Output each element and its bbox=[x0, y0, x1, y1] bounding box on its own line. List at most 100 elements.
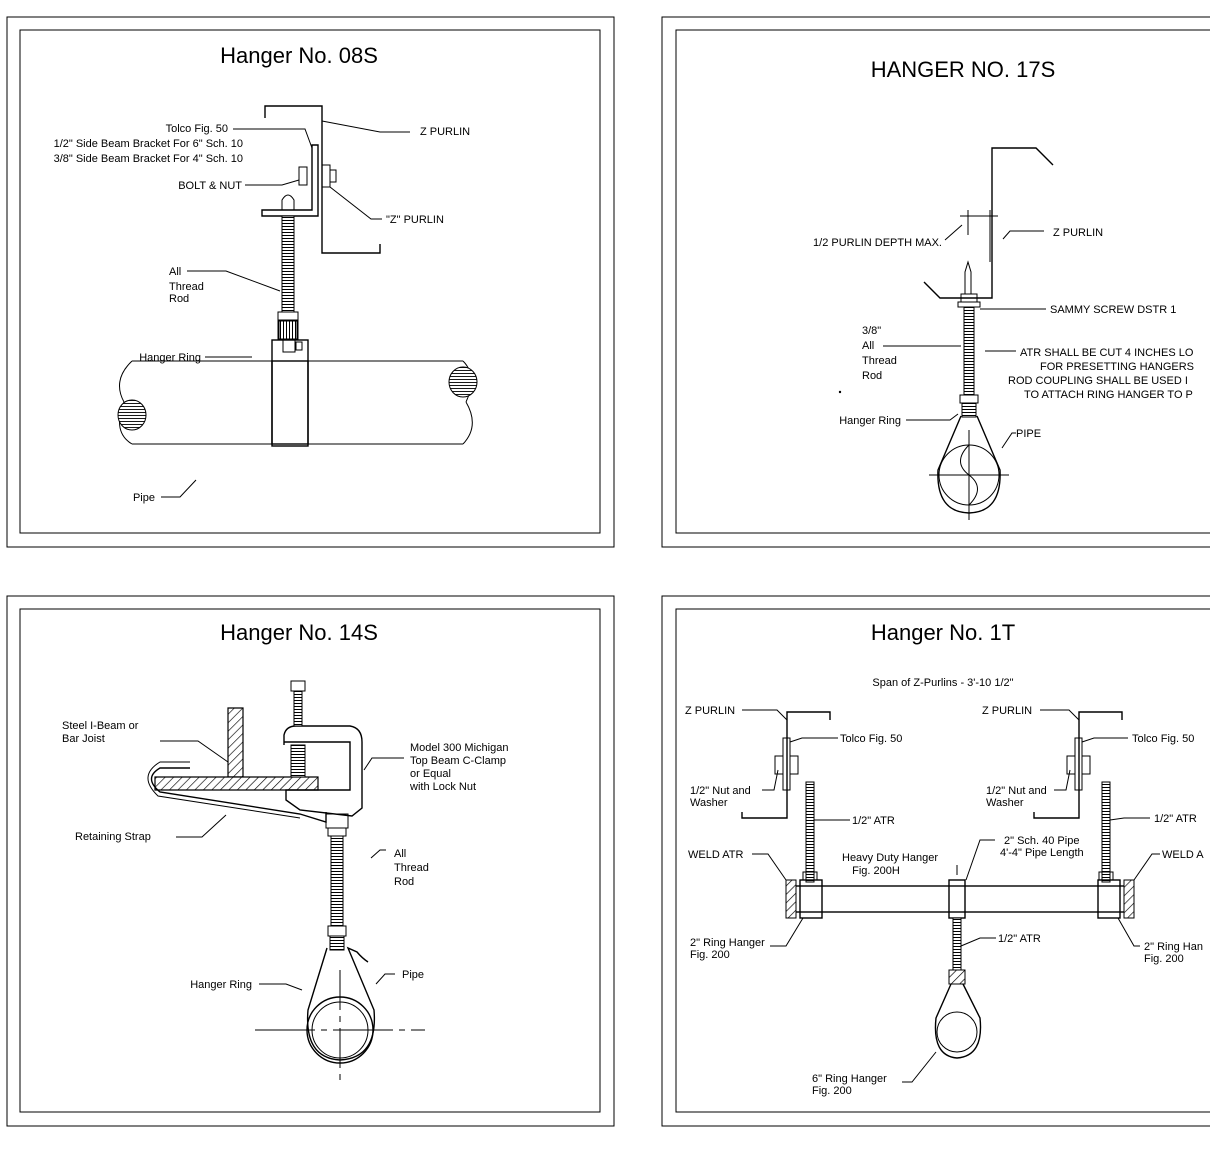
label-z-purlin-left: Z PURLIN bbox=[685, 705, 735, 717]
pipe-left-section bbox=[117, 399, 147, 431]
z-purlin-bottom-flange bbox=[923, 281, 978, 299]
label-retaining-strap: Retaining Strap bbox=[75, 831, 151, 843]
label-z-purlin-quoted: "Z" PURLIN bbox=[386, 214, 444, 226]
sammy-screw bbox=[964, 260, 972, 294]
panel-hanger-08s: Hanger No. 08S bbox=[6, 16, 615, 548]
left-bolt bbox=[774, 755, 784, 775]
panel-title: Hanger No. 14S bbox=[220, 620, 378, 645]
bolt-head bbox=[298, 166, 308, 186]
left-rod bbox=[805, 781, 815, 883]
right-z-purlin bbox=[1033, 711, 1123, 819]
right-weld-cap bbox=[1123, 879, 1135, 919]
label-hanger-ring: Hanger Ring bbox=[839, 415, 901, 427]
label-clamp-1: Model 300 Michigan bbox=[410, 742, 508, 754]
label-nut-left-2: Washer bbox=[690, 797, 728, 809]
panel-title: Hanger No. 1T bbox=[871, 620, 1015, 645]
label-note-2: FOR PRESETTING HANGERS bbox=[1040, 361, 1194, 373]
ring-washer bbox=[295, 341, 303, 351]
label-span: Span of Z-Purlins - 3'-10 1/2" bbox=[872, 677, 1013, 689]
right-bolt bbox=[1066, 755, 1076, 775]
hanger-ring-band bbox=[271, 339, 309, 447]
left-nut bbox=[789, 755, 799, 775]
panel-hanger-17s: HANGER NO. 17S 1/2 PURLIN DEPTH MAX. bbox=[661, 16, 1210, 548]
label-atr-2: All bbox=[862, 340, 874, 352]
label-atr-1: All bbox=[169, 266, 181, 278]
label-nut-left-1: 1/2" Nut and bbox=[690, 785, 751, 797]
panel-inner-frame bbox=[19, 29, 601, 534]
nut bbox=[321, 164, 331, 188]
label-ring-right-2: Fig. 200 bbox=[1144, 953, 1184, 965]
ring-swivel bbox=[277, 320, 299, 340]
label-note-1: ATR SHALL BE CUT 4 INCHES LO bbox=[1020, 347, 1194, 359]
label-ring-left-1: 2" Ring Hanger bbox=[690, 937, 765, 949]
label-pipe: Pipe bbox=[133, 492, 155, 504]
label-atr-right: 1/2" ATR bbox=[1154, 813, 1197, 825]
z-purlin-shape bbox=[978, 147, 1054, 299]
pipe-ring-front bbox=[271, 360, 309, 445]
label-note-4: TO ATTACH RING HANGER TO P bbox=[1024, 389, 1193, 401]
label-note-3: ROD COUPLING SHALL BE USED I bbox=[1008, 375, 1188, 387]
panel-inner-frame bbox=[675, 29, 1210, 534]
panel-hanger-1t: Hanger No. 1T Span of Z-Purlins - 3'-10 … bbox=[661, 595, 1210, 1127]
label-atr-4: Rod bbox=[862, 370, 882, 382]
nut-face bbox=[329, 169, 337, 183]
rod-cap bbox=[281, 194, 295, 210]
ring-hanger bbox=[306, 946, 376, 1061]
label-atr-1: 3/8" bbox=[862, 325, 881, 337]
rod-nut bbox=[327, 827, 347, 837]
panel-title: Hanger No. 08S bbox=[220, 43, 378, 68]
label-hanger-ring: Hanger Ring bbox=[190, 979, 252, 991]
label-hanger-ring: Hanger Ring bbox=[139, 352, 201, 364]
left-ring-hanger bbox=[799, 879, 823, 919]
label-atr-3: Rod bbox=[169, 293, 189, 305]
steel-beam-web bbox=[227, 707, 244, 778]
ring-nut bbox=[282, 339, 296, 353]
mid-rod bbox=[952, 917, 962, 971]
label-z-purlin-right: Z PURLIN bbox=[982, 705, 1032, 717]
label-atr-left: 1/2" ATR bbox=[852, 815, 895, 827]
screw-washer bbox=[957, 301, 981, 308]
lock-nut bbox=[325, 813, 349, 829]
ring-nut bbox=[327, 925, 347, 937]
ring-swivel bbox=[961, 402, 977, 418]
mid-ring-swivel bbox=[948, 969, 966, 985]
label-tolco: Tolco Fig. 50 bbox=[166, 123, 228, 135]
label-heavy-2: Fig. 200H bbox=[852, 865, 900, 877]
rod-nut bbox=[277, 311, 299, 321]
label-pipe: Pipe bbox=[402, 969, 424, 981]
label-ring-left-2: Fig. 200 bbox=[690, 949, 730, 961]
label-weld-right: WELD A bbox=[1162, 849, 1204, 861]
label-nut-right-2: Washer bbox=[986, 797, 1024, 809]
label-z-purlin: Z PURLIN bbox=[1053, 227, 1103, 239]
label-clamp-2: Top Beam C-Clamp bbox=[410, 755, 506, 767]
clamp-screw-head bbox=[290, 680, 306, 692]
pipe-body bbox=[132, 360, 463, 445]
side-beam-bracket bbox=[261, 144, 319, 217]
label-pipe: PIPE bbox=[1016, 428, 1041, 440]
left-z-purlin bbox=[741, 711, 831, 819]
panel-outer-frame bbox=[661, 16, 1210, 548]
ring-nut bbox=[959, 394, 979, 404]
label-pipe-spec-1: 2" Sch. 40 Pipe bbox=[1004, 835, 1079, 847]
label-ring-six-2: Fig. 200 bbox=[812, 1085, 852, 1097]
label-atr-3: Thread bbox=[862, 355, 897, 367]
label-purlin-depth: 1/2 PURLIN DEPTH MAX. bbox=[813, 237, 942, 249]
retaining-strap bbox=[150, 767, 327, 823]
panel-outer-frame bbox=[661, 595, 1210, 1127]
clamp-screw-tip bbox=[290, 744, 306, 778]
panel-outer-frame bbox=[6, 16, 615, 548]
label-atr-mid: 1/2" ATR bbox=[998, 933, 1041, 945]
label-tolco-right: Tolco Fig. 50 bbox=[1132, 733, 1194, 745]
label-bracket-b: 3/8" Side Beam Bracket For 4" Sch. 10 bbox=[54, 153, 243, 165]
all-thread-rod bbox=[330, 835, 344, 927]
label-pipe-spec-2: 4'-4" Pipe Length bbox=[1000, 847, 1084, 859]
steel-beam-flange bbox=[154, 776, 319, 791]
ring-swivel bbox=[329, 935, 345, 951]
label-ring-six-1: 6" Ring Hanger bbox=[812, 1073, 887, 1085]
panel-outer-frame bbox=[6, 595, 615, 1127]
label-heavy-1: Heavy Duty Hanger bbox=[842, 852, 938, 864]
label-atr-2: Thread bbox=[169, 281, 204, 293]
right-nut bbox=[1081, 755, 1091, 775]
label-steel-2: Bar Joist bbox=[62, 733, 105, 745]
panel-title: HANGER NO. 17S bbox=[871, 57, 1056, 82]
